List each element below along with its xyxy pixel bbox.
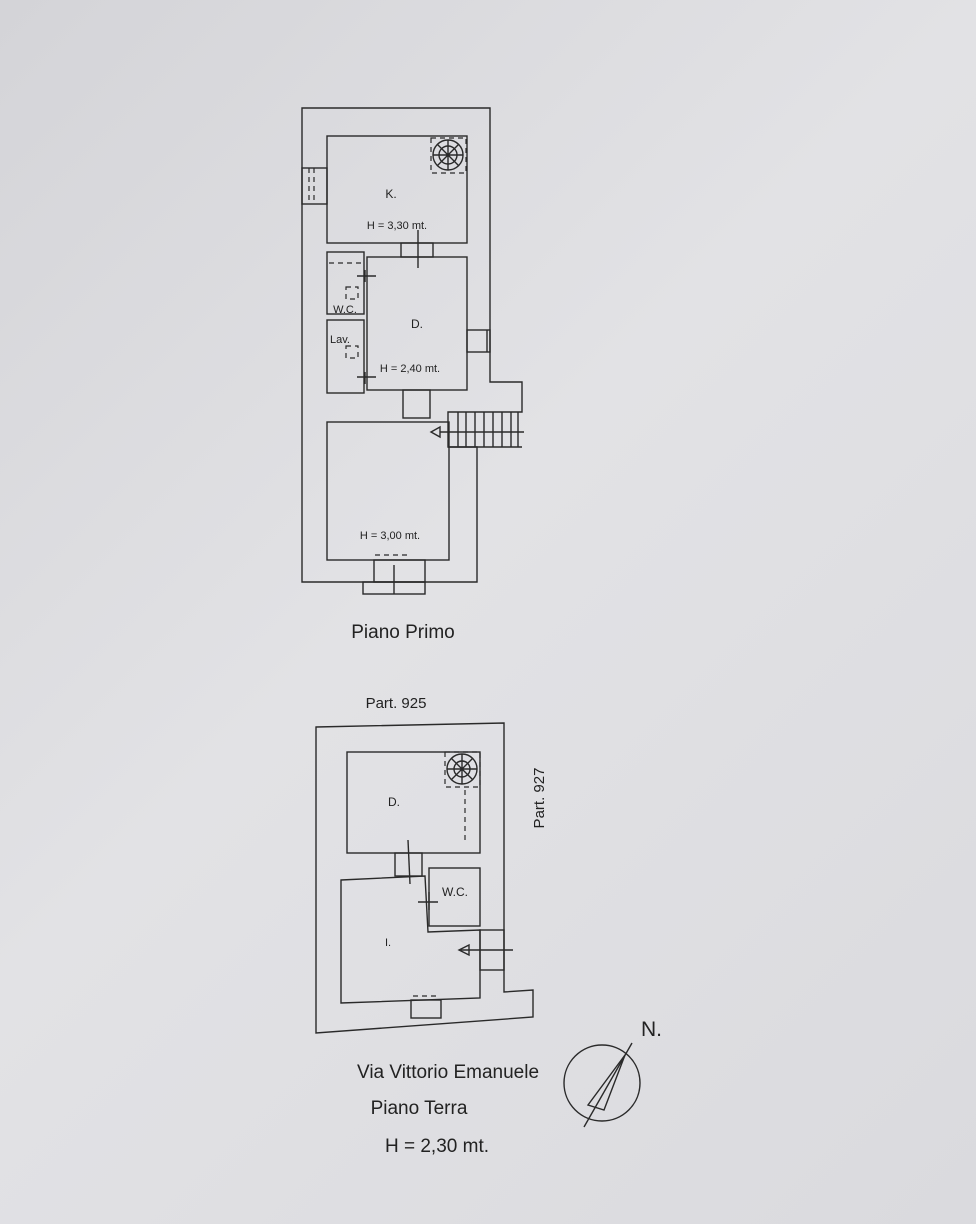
kitchen-label: K. [385, 187, 396, 201]
entrance-label: I. [385, 937, 391, 949]
kitchen-height: H = 3,30 mt. [367, 220, 427, 232]
ground-floor-title: Piano Terra [371, 1098, 468, 1119]
entrance-door [373, 559, 426, 583]
bedroom-height: H = 2,40 mt. [380, 363, 440, 375]
laundry-room [326, 319, 365, 394]
door [402, 389, 431, 419]
ground-floor-plan: Part. 925 Part. 927 D. W.C. I. Via Vitto… [315, 695, 548, 1157]
wc-label: W.C. [442, 885, 468, 899]
staircase [429, 412, 524, 448]
first-floor-title: Piano Primo [351, 622, 455, 643]
laundry-label: Lav. [330, 334, 350, 346]
ground-floor-height: H = 2,30 mt. [385, 1136, 489, 1157]
street-label: Via Vittorio Emanuele [357, 1062, 539, 1083]
bedroom-label: D. [388, 795, 400, 809]
parcel-right-label: Part. 927 [531, 768, 548, 829]
arrow-icon [457, 943, 470, 957]
parcel-top-label: Part. 925 [366, 695, 427, 712]
outer-wall [315, 722, 534, 1034]
door [400, 242, 434, 258]
arrow-icon [429, 425, 441, 439]
wc-room [326, 251, 365, 315]
wc-label: W.C. [333, 304, 357, 316]
lower-room-height: H = 3,00 mt. [360, 530, 420, 542]
north-compass-icon: N. [563, 1018, 662, 1128]
north-label: N. [641, 1018, 662, 1041]
first-floor-plan: K. H = 3,30 mt. W.C. Lav. D. H = 2,40 mt… [301, 107, 524, 643]
bedroom-label: D. [411, 317, 423, 331]
spiral-stair-icon [444, 751, 481, 788]
spiral-stair-icon [430, 137, 467, 174]
